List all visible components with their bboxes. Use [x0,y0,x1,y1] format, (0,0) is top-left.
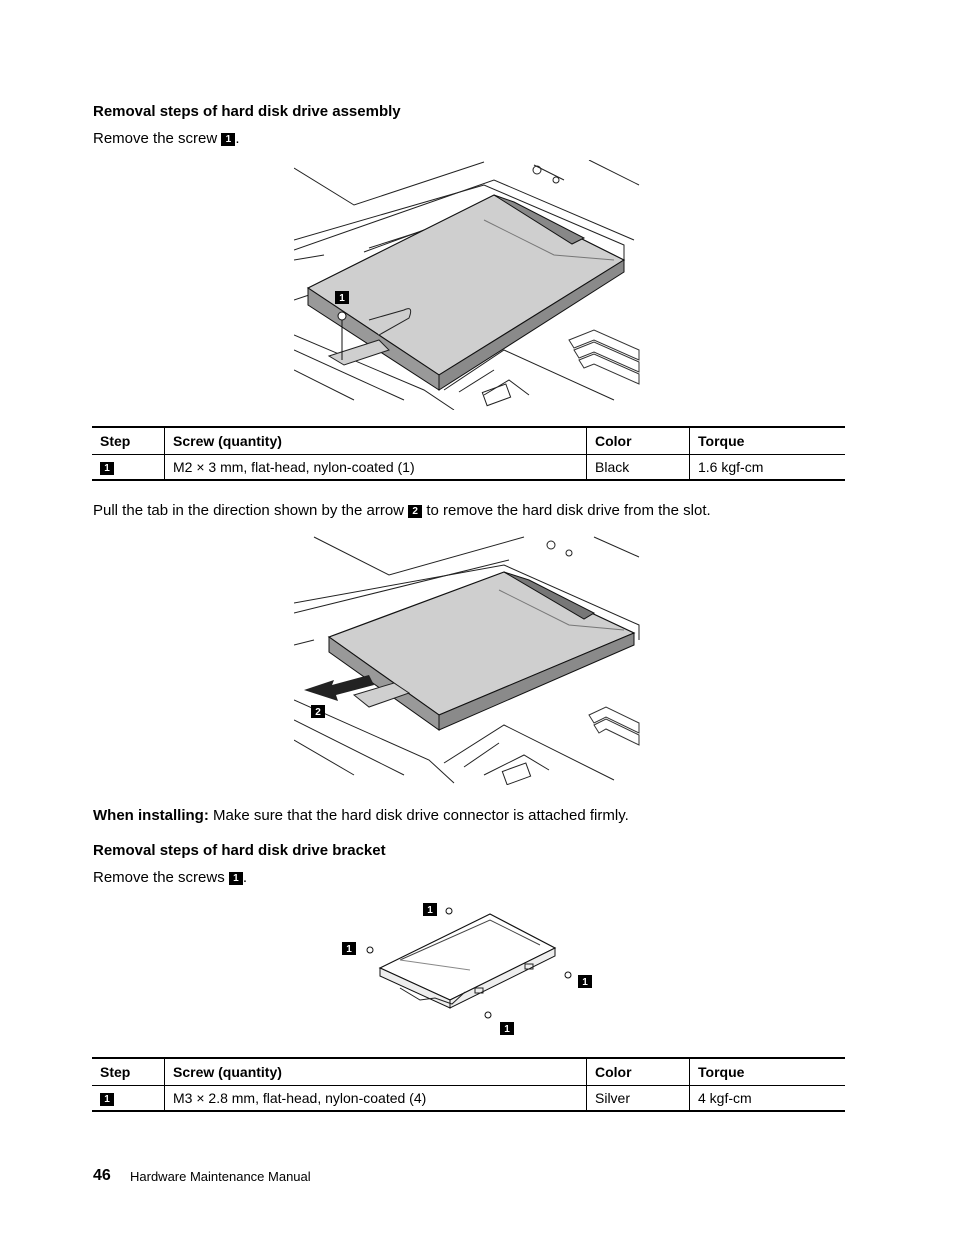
figure-hdd-assembly-screw: 1 [294,160,640,410]
instruction-text: Pull the tab in the direction shown by t… [93,502,405,519]
figure3-callout-top: 1 [427,905,433,916]
col-screw: Screw (quantity) [164,426,587,455]
col-step: Step [92,1057,165,1086]
cell-screw: M3 × 2.8 mm, flat-head, nylon-coated (4) [164,1085,587,1112]
installing-note: When installing: Make sure that the hard… [93,807,629,824]
cell-torque: 4 kgf-cm [689,1085,845,1112]
section-heading-hdd-assembly: Removal steps of hard disk drive assembl… [93,103,401,120]
col-color: Color [586,426,690,455]
table-header-row: Step Screw (quantity) Color Torque [92,426,845,455]
section-heading-hdd-bracket: Removal steps of hard disk drive bracket [93,842,386,859]
instruction-period: . [242,869,248,886]
installing-text: Make sure that the hard disk drive conne… [213,807,629,824]
figure3-callout-bottom: 1 [504,1024,510,1035]
figure3-callout-left: 1 [346,944,352,955]
cell-step: 1 [92,1085,165,1112]
installing-label: When installing: [93,807,209,824]
callout-badge: 1 [228,871,243,885]
figure-hdd-bracket-screws: 1 1 1 1 [342,903,592,1035]
col-color: Color [586,1057,690,1086]
callout-badge: 2 [408,504,423,518]
instruction-remove-screws: Remove the screws 1. [93,869,247,886]
table-row: 1 M3 × 2.8 mm, flat-head, nylon-coated (… [92,1085,845,1112]
instruction-period: . [235,130,240,147]
cell-step: 1 [92,454,165,481]
col-torque: Torque [689,1057,845,1086]
instruction-text-after: to remove the hard disk drive from the s… [426,502,711,519]
table-row: 1 M2 × 3 mm, flat-head, nylon-coated (1)… [92,454,845,481]
callout-badge: 1 [221,132,236,146]
page-number: 46 [93,1167,111,1184]
instruction-text: Remove the screws [93,869,225,886]
figure1-callout: 1 [339,293,345,304]
screw-spec-table-1: Step Screw (quantity) Color Torque 1 M2 … [92,426,845,481]
col-screw: Screw (quantity) [164,1057,587,1086]
callout-badge: 1 [100,461,114,475]
footer-title: Hardware Maintenance Manual [130,1169,311,1184]
cell-color: Black [586,454,690,481]
col-torque: Torque [689,426,845,455]
col-step: Step [92,426,165,455]
callout-badge: 1 [100,1092,114,1106]
cell-torque: 1.6 kgf-cm [689,454,845,481]
figure-hdd-pull-tab: 2 [294,536,640,785]
cell-color: Silver [586,1085,690,1112]
figure3-callout-right: 1 [582,977,588,988]
screw-spec-table-2: Step Screw (quantity) Color Torque 1 M3 … [92,1057,845,1112]
figure2-callout: 2 [315,707,321,718]
instruction-pull-tab: Pull the tab in the direction shown by t… [93,502,711,519]
instruction-text: Remove the screw [93,130,218,147]
cell-screw: M2 × 3 mm, flat-head, nylon-coated (1) [164,454,587,481]
table-header-row: Step Screw (quantity) Color Torque [92,1057,845,1086]
instruction-remove-screw: Remove the screw 1. [93,130,240,147]
